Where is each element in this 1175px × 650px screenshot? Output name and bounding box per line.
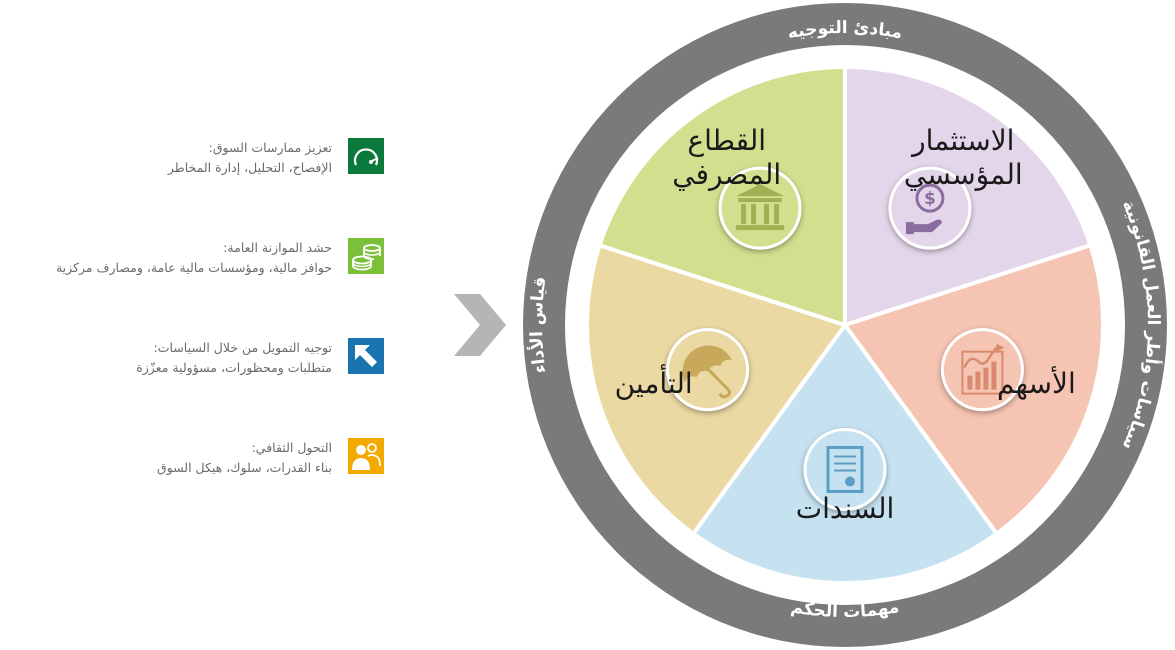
coin-hand-icon: $	[905, 183, 945, 235]
sector-label: المصرفي	[672, 158, 781, 191]
legend-desc: حوافز مالية، ومؤسسات مالية عامة، ومصارف …	[55, 260, 332, 275]
legend-item-public-budget: حشد الموازنة العامة: حوافز مالية، ومؤسسا…	[0, 238, 400, 298]
coins-icon	[348, 238, 384, 274]
sector-label: الاستثمار	[910, 124, 1014, 157]
arrow-up-left-icon	[348, 338, 384, 374]
svg-text:$: $	[924, 189, 936, 209]
legend-title: توجيه التمويل من خلال السياسات:	[153, 340, 332, 355]
gauge-icon	[348, 138, 384, 174]
legend-desc: بناء القدرات، سلوك، هيكل السوق	[156, 460, 332, 475]
bank-icon	[736, 184, 785, 231]
sector-label: الأسهم	[997, 365, 1076, 400]
sector-label: السندات	[796, 492, 895, 525]
sector-label: القطاع	[687, 124, 766, 157]
legend: تعزيز ممارسات السوق: الإفصاح، التحليل، إ…	[0, 0, 400, 650]
chevron-right-icon	[454, 294, 506, 356]
people-icon	[348, 438, 384, 474]
legend-title: تعزيز ممارسات السوق:	[208, 140, 332, 155]
legend-desc: متطلبات ومحظورات، مسؤولية معزّزة	[136, 360, 332, 375]
certificate-icon	[826, 445, 864, 493]
sector-label: المؤسسي	[904, 158, 1023, 191]
legend-item-cultural-shift: التحول الثقافي: بناء القدرات، سلوك، هيكل…	[0, 438, 400, 498]
legend-title: التحول الثقافي:	[251, 440, 332, 455]
growth-chart-icon	[961, 343, 1005, 395]
sector-label: التأمين	[615, 363, 693, 400]
legend-title: حشد الموازنة العامة:	[223, 240, 332, 255]
legend-item-policy-direction: توجيه التمويل من خلال السياسات: متطلبات …	[0, 338, 400, 398]
umbrella-icon	[682, 345, 733, 399]
legend-desc: الإفصاح، التحليل، إدارة المخاطر	[167, 160, 332, 175]
legend-item-market-practices: تعزيز ممارسات السوق: الإفصاح، التحليل، إ…	[0, 138, 400, 198]
